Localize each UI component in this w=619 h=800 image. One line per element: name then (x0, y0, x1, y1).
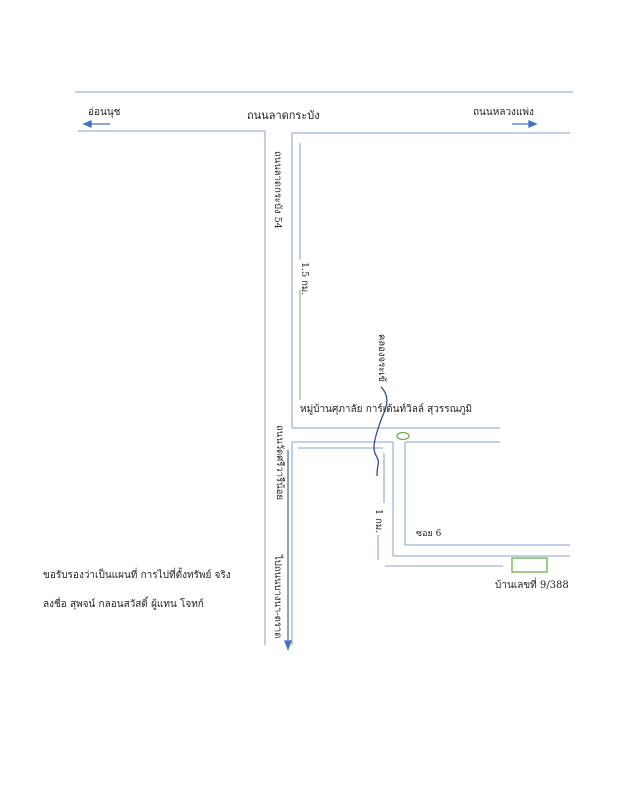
label-to-bangna: ไปถนนบางนา-ตราด (272, 555, 283, 639)
canal-line (373, 386, 388, 477)
arrow-down-icon (284, 640, 292, 651)
label-distance-1-5km: 1.5 กม. (299, 262, 310, 296)
label-luang-phaeng: ถนนหลวงแพ่ง (473, 107, 534, 118)
label-distance-1km: 1 กม. (373, 509, 384, 534)
direction-arrows (82, 120, 538, 651)
label-wat-road: ถนนวัดศรีวารีน้อย (274, 425, 285, 500)
certification-line-1: ขอรับรองว่าเป็นแผนที่ การไปที่ตั้งทรัพย์… (43, 570, 231, 581)
label-soi-6: ซอย 6 (416, 529, 442, 539)
label-house-number: บ้านเลขที่ 9/388 (495, 580, 569, 591)
label-main-road: ถนนลาดกระบัง (247, 109, 320, 122)
label-on-nut: อ่อนนุช (88, 107, 121, 118)
landmark-marker (396, 431, 410, 441)
label-village: หมู่บ้านศุภาลัย การ์เด้นท์วิลล์ สุวรรณภู… (300, 404, 473, 415)
road-lines (75, 91, 573, 645)
arrow-right-icon (528, 120, 538, 128)
certification-line-2: ลงชื่อ สุพจน์ กลอนสวัสดิ์ ผู้แทน โจทก์ (43, 599, 204, 610)
label-soi-54: ถนนลาดกระบัง 54 (272, 151, 283, 229)
house-marker (511, 557, 548, 573)
arrow-left-icon (82, 120, 92, 128)
label-canal: คลองจระเข้ (376, 334, 387, 383)
